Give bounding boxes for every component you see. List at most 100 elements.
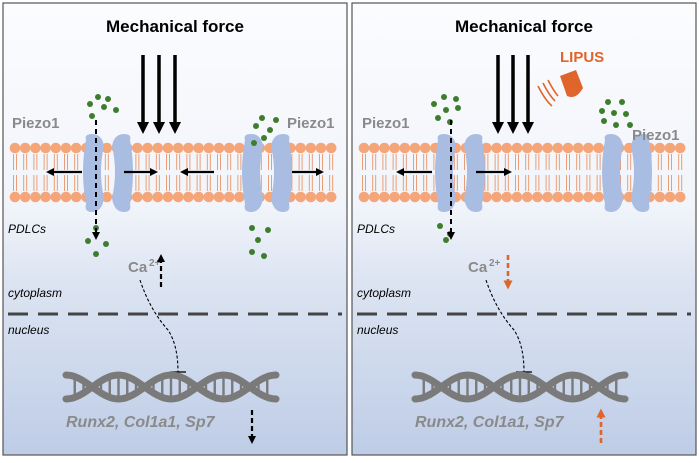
calcium-ion <box>455 105 461 111</box>
ultrasound-wave <box>542 82 556 102</box>
lipid-head <box>389 142 400 154</box>
lipid-head <box>203 142 215 154</box>
calcium-ion <box>249 225 255 231</box>
lipid-head <box>152 142 164 154</box>
lipid-head <box>419 191 431 203</box>
lipid-head <box>132 191 143 203</box>
calcium-ion <box>261 135 267 141</box>
lipid-head <box>40 142 51 154</box>
channel-subunit <box>271 134 292 212</box>
lipid-head <box>325 142 337 154</box>
lipid-head <box>583 191 594 203</box>
calcium-ion <box>101 104 107 110</box>
lipid-head <box>552 142 564 154</box>
calcium-ion <box>87 101 93 107</box>
calcium-ion <box>251 140 257 146</box>
lipid-head <box>532 142 543 154</box>
lipid-head <box>542 191 553 203</box>
lipid-head <box>664 191 676 203</box>
lipid-head <box>234 191 245 203</box>
lipid-head <box>315 142 327 154</box>
lipid-head <box>674 191 686 203</box>
inhibition-path <box>139 279 179 373</box>
lipid-head <box>295 142 306 154</box>
dna-strand <box>62 371 280 403</box>
calcium-ion <box>601 118 607 124</box>
piezo1-label: Piezo1 <box>632 127 680 144</box>
lipid-head <box>30 191 41 203</box>
inhibition-path <box>485 279 525 373</box>
calcium-charge: 2+ <box>489 258 501 269</box>
dna-helix-icon <box>62 371 280 403</box>
lipid-head <box>305 142 317 154</box>
lipid-head <box>562 142 574 154</box>
lipid-head <box>583 142 594 154</box>
lipid-head <box>50 142 62 154</box>
lipid-head <box>213 142 225 154</box>
nucleus-label: nucleus <box>8 323 49 337</box>
lipid-head <box>501 142 513 154</box>
lipid-head <box>654 191 666 203</box>
lipid-head <box>379 142 390 154</box>
channel-subunit <box>631 134 652 212</box>
calcium-ion <box>85 238 91 244</box>
lipid-head <box>481 142 492 154</box>
lipid-head <box>664 142 676 154</box>
dna-strand <box>411 371 629 403</box>
calcium-label: Ca <box>468 259 488 276</box>
lipid-head <box>152 191 164 203</box>
lipid-head <box>399 191 411 203</box>
lipid-head <box>379 191 390 203</box>
calcium-ion <box>431 101 437 107</box>
calcium-ion <box>105 96 111 102</box>
lipid-head <box>70 142 82 154</box>
force-arrow-head <box>507 122 519 134</box>
lipid-head <box>654 142 666 154</box>
lipid-head <box>368 191 380 203</box>
lipid-head <box>172 142 184 154</box>
lipid-head <box>19 191 31 203</box>
calcium-ion <box>249 249 255 255</box>
channel-subunit <box>435 134 456 212</box>
lipid-head <box>572 191 584 203</box>
down-arrows-icon <box>137 55 181 134</box>
lipid-head <box>223 191 235 203</box>
panel-frame <box>351 2 697 456</box>
calcium-ion <box>265 227 271 233</box>
calcium-ion <box>437 223 443 229</box>
lipid-head <box>9 142 21 154</box>
calcium-ion <box>453 96 459 102</box>
lipid-head <box>50 191 62 203</box>
lipid-head <box>501 191 513 203</box>
calcium-ion <box>441 94 447 100</box>
lipid-head <box>193 142 204 154</box>
pdlcs-label: PDLCs <box>8 222 46 236</box>
calcium-ion <box>273 117 279 123</box>
piezo1-channel <box>602 134 652 212</box>
lipid-head <box>162 191 174 203</box>
lipus-label: LIPUS <box>560 49 604 66</box>
lipid-head <box>213 191 225 203</box>
dna-strand <box>411 371 629 403</box>
lipid-head <box>223 142 235 154</box>
lipid-head <box>325 191 337 203</box>
lipid-head <box>162 142 174 154</box>
calcium-ion <box>611 110 617 116</box>
lipid-head <box>593 191 604 203</box>
calcium-ion <box>255 237 261 243</box>
channel-subunit <box>464 134 485 212</box>
lipid-head <box>132 142 143 154</box>
transducer-body <box>560 70 583 97</box>
lipid-head <box>295 191 306 203</box>
lipid-head <box>315 191 327 203</box>
lipid-head <box>511 191 523 203</box>
lipid-head <box>358 142 370 154</box>
lipid-head <box>234 142 245 154</box>
channel-subunit <box>602 134 623 212</box>
lipid-head <box>183 191 194 203</box>
ultrasound-wave <box>547 79 559 97</box>
calcium-ion <box>103 241 109 247</box>
lipid-head <box>481 191 492 203</box>
lipid-head <box>19 142 31 154</box>
